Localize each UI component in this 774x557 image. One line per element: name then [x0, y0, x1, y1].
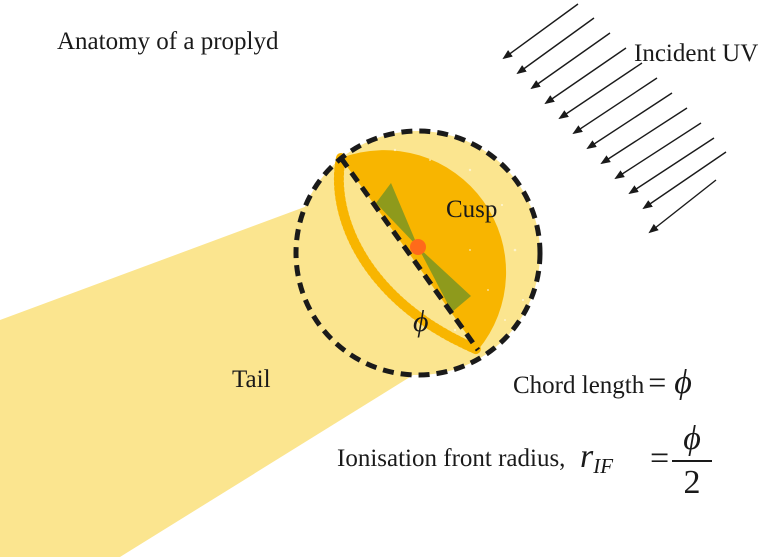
ionisation-equals: =: [650, 440, 670, 477]
ionisation-front-circle: [293, 128, 543, 378]
uv-arrow: [516, 17, 595, 75]
uv-arrows: [502, 3, 727, 234]
incident-uv-label: Incident UV: [634, 40, 759, 67]
disk-upper: [376, 183, 418, 247]
chord-length-equation: Chord length=ϕ: [513, 364, 692, 402]
fraction-denominator: 2: [683, 464, 701, 501]
fraction-numerator: ϕ: [683, 420, 701, 457]
cusp-label: Cusp: [446, 196, 498, 223]
phi-label: ϕ: [413, 305, 429, 338]
uv-arrow: [558, 62, 643, 120]
uv-arrow: [572, 77, 658, 135]
chord-symbol: ϕ: [674, 364, 692, 401]
uv-arrow: [614, 122, 702, 180]
uv-arrow: [530, 32, 611, 90]
uv-arrow: [642, 151, 727, 210]
uv-arrow: [628, 137, 715, 195]
uv-arrow: [648, 179, 717, 234]
chord-equals: =: [648, 364, 667, 400]
disk-lower: [418, 247, 471, 312]
r-letter: r: [580, 438, 594, 475]
uv-arrow: [502, 3, 579, 60]
uv-arrow: [544, 47, 627, 105]
phi-over-two-fraction: ϕ 2: [672, 420, 712, 502]
r-if-symbol: rIF: [580, 438, 613, 479]
central-star: [410, 239, 426, 255]
chord-line: [338, 156, 481, 352]
uv-arrow: [586, 92, 673, 150]
cusp-mottled-edge: [333, 153, 483, 355]
cusp-texture: [393, 148, 525, 332]
uv-arrow: [600, 107, 688, 165]
r-subscript: IF: [593, 454, 614, 478]
ionisation-front-text: Ionisation front radius,: [337, 445, 566, 472]
tail-label: Tail: [232, 366, 271, 393]
diagram-title: Anatomy of a proplyd: [57, 28, 279, 55]
fraction-bar: [672, 460, 712, 462]
chord-length-text: Chord length: [513, 372, 645, 399]
